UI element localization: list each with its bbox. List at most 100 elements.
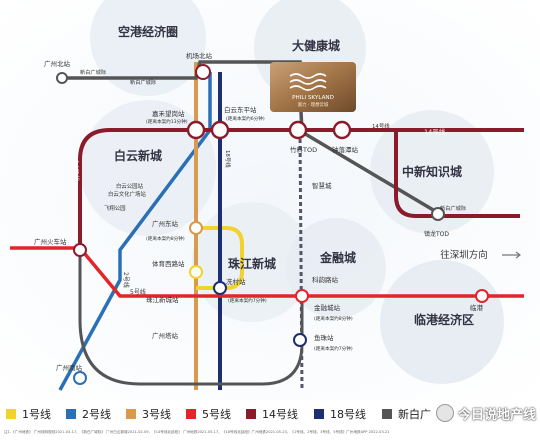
legend-swatch (246, 409, 256, 419)
direction-label: 往深圳方向 (440, 249, 488, 261)
interchange-gz-south (73, 371, 87, 385)
region-label-health: 大健康城 (292, 38, 340, 53)
wave-icon (289, 73, 327, 79)
line-label: 新白广城际 (130, 78, 156, 86)
line-label: 5号线 (130, 288, 146, 296)
legend-swatch (66, 409, 76, 419)
legend-item-line-14: 14号线 (246, 406, 298, 422)
legend-label: 14号线 (262, 408, 298, 421)
station-label: 钟落潭站 (332, 145, 359, 154)
interchange-jinrong (295, 289, 309, 303)
region-label-jinrong: 金融城 (319, 250, 356, 265)
interchange-airport (195, 64, 211, 80)
legend-swatch (6, 409, 16, 419)
interchange-gz-railway (73, 243, 87, 257)
region-label-airport: 空港经济圈 (118, 24, 178, 39)
watermark: 今日说地产线 (435, 400, 536, 426)
station-sub-label: (距离本案约8分钟) (146, 235, 185, 242)
line-14b-path (394, 130, 520, 218)
station-label: 广州塔站 (152, 331, 179, 340)
interchange-gz-north (56, 72, 68, 84)
line-label: 新白广城际 (80, 68, 106, 76)
station-label: 竹料TOD (290, 145, 317, 154)
station-label: 飞翔公园 (104, 204, 126, 212)
brand-sub-text: 富力 · 理想云城 (298, 101, 329, 108)
interchange-xiancun (213, 281, 227, 295)
line-xinbaiguang-dashed (298, 131, 304, 391)
station-label: 机场北站 (186, 51, 213, 60)
legend-item-line-5: 5号线 (186, 406, 231, 422)
station-label: 冼村站 (226, 277, 246, 286)
legend-label: 1号线 (22, 408, 51, 421)
legend-item-xinbaiguang: 新白广 (382, 406, 431, 422)
station-label: 广州东站 (152, 219, 179, 228)
brand-logo-text: PHILI SKYLAND (292, 95, 334, 101)
station-label: 广州北站 (44, 59, 71, 68)
interchange-zhuliao (288, 120, 352, 140)
station-sub-label: (距离本案约8分钟) (314, 315, 353, 322)
line-2-path (58, 72, 212, 391)
brand-logo-block: PHILI SKYLAND 富力 · 理想云城 (270, 62, 356, 112)
line-label: 2号线 (122, 272, 130, 288)
line-xinbaiguang-path (60, 60, 441, 216)
station-label: 镇龙TOD (424, 230, 449, 238)
line-5-path (10, 246, 524, 298)
station-sub-label: (距离本案约7分钟) (314, 345, 353, 352)
watermark-logo-icon (435, 404, 454, 422)
line-14-path (78, 128, 524, 250)
station-label: 白云文化广场站 (108, 190, 146, 198)
region-bubble-zhonxin (370, 110, 494, 234)
line-label: 18号线 (224, 150, 232, 168)
station-label: 白云公园站 (116, 182, 144, 190)
region-bubble-lingang (380, 260, 504, 384)
station-label: 金融城站 (314, 303, 341, 312)
station-label: 广州火车站 (34, 237, 67, 246)
station-label: 体育西路站 (152, 259, 185, 268)
source-note: 注1.《广州地铁》 广州线网规划2021-03-17、《新白广城际》 广州白云新… (4, 430, 390, 434)
interchange-tiyu (189, 265, 203, 279)
line-label: 14号线 (72, 160, 81, 182)
station-label: 珠江新城站 (146, 295, 179, 304)
wave-icon (289, 85, 327, 91)
legend-item-line-3: 3号线 (126, 406, 171, 422)
station-sub-label: (距离本案约13分钟) (146, 118, 188, 125)
station-label: 广州南站 (56, 363, 83, 372)
legend-swatch (314, 409, 324, 419)
station-sub-label: (距离本案约6分钟) (226, 115, 265, 122)
legend-label: 3号线 (142, 408, 171, 421)
legend-label: 新白广 (398, 408, 431, 421)
legend-item-line-2: 2号线 (66, 406, 111, 422)
station-label: 鱼珠站 (314, 333, 334, 342)
legend-label: 18号线 (330, 408, 366, 421)
line-label: 14号线 (424, 127, 446, 136)
interchange-gz-east (189, 221, 203, 235)
station-label: 科韵路站 (312, 275, 339, 284)
line-label: 14号线 (372, 122, 390, 130)
interchange-jiahe (186, 120, 230, 140)
region-label-zhujiang: 珠江新城 (228, 256, 276, 271)
legend-swatch (186, 409, 196, 419)
legend-bar: 1号线 2号线 3号线 5号线 14号线 18号线 新白广 (0, 402, 540, 426)
legend-swatch (382, 409, 392, 419)
station-label: 嘉禾望岗站 (152, 109, 185, 118)
watermark-text: 今日说地产线 (457, 407, 536, 423)
station-sub-label: (距离本案约7分钟) (228, 297, 267, 304)
wave-icon (289, 79, 327, 85)
station-label: 临港 (470, 303, 484, 312)
interchange-zhenlong (431, 207, 445, 221)
region-label-baiyun: 白云新城 (114, 148, 162, 163)
legend-label: 5号线 (202, 408, 231, 421)
interchange-lingang (475, 289, 489, 303)
station-label: 智慧城 (312, 181, 332, 190)
region-label-zhonxin: 中新知识城 (402, 164, 462, 179)
legend-swatch (126, 409, 136, 419)
interchange-yuzhu (293, 333, 307, 347)
line-label: 新白广城际 (440, 204, 466, 212)
legend-label: 2号线 (82, 408, 111, 421)
region-bubble-baiyun (80, 100, 216, 236)
legend-item-line-18: 18号线 (314, 406, 366, 422)
station-label: 白云东平站 (224, 105, 257, 114)
line-1-path (196, 226, 244, 290)
region-bubble-jinrong (286, 218, 386, 318)
